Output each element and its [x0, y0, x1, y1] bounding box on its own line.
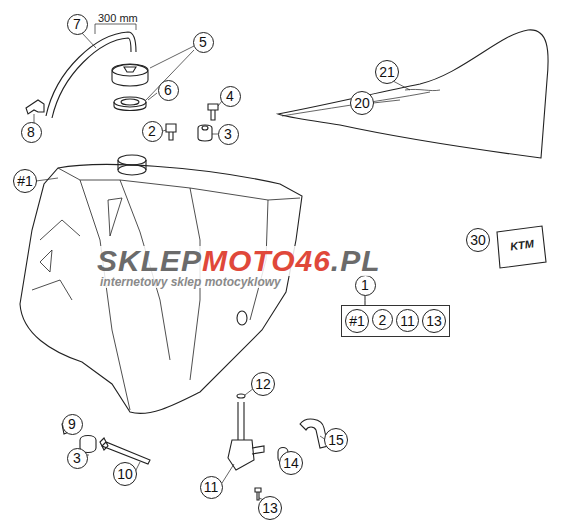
callout-circle: 14	[279, 451, 303, 475]
callout-number: 21	[379, 64, 395, 80]
kit-group-box: #1 2 11 13	[341, 305, 450, 337]
callout-number: 5	[199, 34, 207, 50]
leader-lines	[34, 33, 410, 500]
callout-circle: 11	[396, 309, 419, 332]
callout-number: 2	[148, 123, 156, 139]
callout-number: 20	[354, 95, 370, 111]
screw	[208, 104, 218, 120]
decal	[497, 226, 546, 268]
leader-connector	[365, 296, 366, 306]
watermark: MOTO46	[202, 246, 331, 276]
cap-logo	[124, 67, 136, 72]
callout-circle: 8	[21, 122, 42, 143]
callout-number: 1	[361, 277, 369, 293]
callout-circle: 12	[251, 372, 275, 396]
callout-number: 14	[283, 455, 299, 471]
callout-circle: 10	[113, 462, 137, 486]
callout-number: 10	[117, 466, 133, 482]
callout-circle: #1	[13, 169, 37, 193]
callout-circle: 7	[67, 14, 88, 35]
callout-number: 3	[224, 126, 232, 142]
callout-number: 11	[400, 313, 415, 329]
callout-number: #1	[349, 313, 365, 329]
callout-circle: 5	[193, 32, 214, 53]
watermark-subtitle: internetowy sklep motocyklowy	[100, 276, 281, 288]
callout-number: 11	[204, 479, 219, 495]
callout-number: 30	[470, 232, 486, 248]
callout-number: #1	[17, 173, 33, 189]
fuel-tap	[228, 440, 254, 470]
callout-circle: 13	[422, 309, 446, 333]
callout-number: 6	[164, 82, 172, 98]
callout-circle: 15	[324, 428, 348, 452]
callout-circle: 2	[372, 309, 393, 330]
tank-line	[32, 220, 80, 300]
callout-circle: 3	[218, 124, 239, 145]
dimension-label: 300 mm	[98, 12, 138, 24]
decal-text: KTM	[509, 237, 534, 252]
seat-cover-seam	[405, 89, 440, 90]
fuel-cap-top	[112, 64, 148, 76]
dimension-line	[95, 24, 136, 34]
bushing	[198, 125, 212, 141]
callout-circle: 9	[62, 414, 83, 435]
callout-number: 12	[255, 376, 271, 392]
bushing-hole	[202, 126, 208, 130]
mount-hole	[237, 311, 247, 325]
tank-line	[80, 180, 170, 410]
tap-outlet	[252, 446, 264, 454]
hose-fitting	[26, 100, 44, 114]
bolt	[100, 438, 150, 464]
callout-circle: 11	[200, 476, 223, 499]
callout-number: 3	[73, 450, 81, 466]
fuel-cap	[112, 65, 148, 87]
gasket	[121, 99, 139, 105]
o-ring	[237, 394, 245, 398]
fuel-tank	[20, 165, 302, 414]
tank-line	[58, 168, 300, 200]
callout-number: 4	[226, 88, 234, 104]
callout-circle: 2	[142, 121, 163, 142]
filler-neck	[118, 155, 146, 165]
callout-circle: 20	[350, 91, 374, 115]
callout-circle: 4	[220, 86, 241, 107]
callout-number: 7	[73, 16, 81, 32]
gasket	[114, 97, 146, 107]
callout-number: 9	[68, 416, 76, 432]
filler-neck	[118, 165, 146, 175]
callout-circle: 3	[67, 448, 88, 469]
seat	[278, 30, 548, 158]
callout-circle: #1	[345, 309, 369, 333]
callout-number: 13	[426, 313, 442, 329]
callout-circle: 21	[375, 60, 399, 84]
gasket	[114, 102, 146, 111]
callout-number: 15	[328, 432, 344, 448]
callout-number: 2	[379, 312, 387, 328]
callout-circle: 1	[355, 275, 376, 296]
callout-number: 8	[27, 124, 35, 140]
callout-circle: 13	[258, 496, 282, 520]
seat-edge	[282, 92, 430, 116]
callout-circle: 30	[466, 228, 490, 252]
watermark: .PL	[331, 246, 381, 276]
callout-number: 13	[262, 500, 278, 516]
tap-pipe	[238, 402, 244, 440]
watermark: SKLEP	[97, 246, 202, 276]
callout-circle: 6	[158, 80, 179, 101]
quick-release	[166, 124, 176, 140]
